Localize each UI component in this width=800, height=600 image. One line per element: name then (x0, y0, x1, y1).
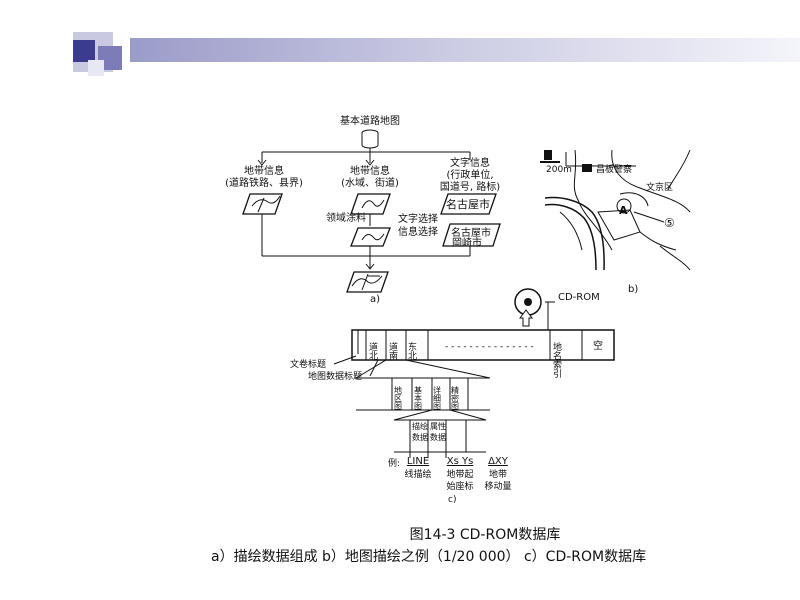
select-label-1: 文字选择 (398, 212, 438, 225)
diagram-c: CD-ROM 道北 道南 东北 - - - - - - - - - - - - … (290, 288, 615, 505)
example-label: 例: (388, 457, 400, 469)
sub-cell-basic: 基本图 (414, 385, 423, 411)
cell-empty: 空 (593, 339, 603, 352)
figure-caption-sub: a）描绘数据组成 b）地图描绘之例（1/20 000） c）CD-ROM数据库 (211, 549, 647, 565)
place-label-1: 昌板警察 (596, 163, 632, 175)
svg-text:名古屋市: 名古屋市 (451, 226, 491, 239)
ex3-desc1: 地带 (489, 468, 507, 480)
svg-text:岡崎市: 岡崎市 (452, 236, 482, 249)
map-tile-roads (242, 193, 283, 215)
map-tile-water (350, 193, 391, 215)
ex3-code: ΔXY (488, 456, 509, 467)
record-bar (351, 329, 615, 361)
map-tile-combined (346, 271, 389, 293)
cell-place-index: 地名索引 (551, 341, 562, 379)
branch2-sub: (水域、街道) (341, 176, 399, 189)
branch2-title: 地带信息 (350, 164, 390, 177)
root-label: 基本道路地图 (340, 114, 400, 127)
branch3-sub2: 国道号, 路标) (440, 180, 500, 193)
marker-number: ⑤ (664, 216, 675, 230)
diagram-b-label: b) (628, 284, 638, 295)
ex2-desc2: 始座标 (446, 480, 473, 492)
ex1-code: LINE (407, 456, 429, 467)
figure-caption-title: 图14-3 CD-ROM数据库 (409, 527, 561, 543)
ex3-desc2: 移动量 (484, 480, 511, 492)
diagram-a-label: a) (370, 294, 380, 305)
cell-dongbei: 东北 (406, 341, 417, 361)
ex2-code: Xs Ys (447, 456, 474, 467)
fill-label: 领域涂料 (326, 211, 366, 224)
sub-cell-detailed: 详细图 (433, 385, 442, 411)
place-label-2: 文京区 (646, 181, 673, 193)
diagram-a: 基本道路地图 地带信息 (道路铁路、县界) 地带信息 (水域、街道) 文字信息 … (225, 114, 501, 305)
data-cell-draw-1: 描绘 (412, 421, 428, 431)
map-title-label: 地图数据标题 (308, 370, 362, 382)
scale-label: 200m (546, 165, 572, 175)
ex1-desc: 线描绘 (404, 468, 431, 480)
select-label-2: 信息选择 (398, 225, 438, 238)
branch1-sub: (道路铁路、县界) (225, 176, 303, 189)
cdrom-label: CD-ROM (558, 292, 600, 303)
file-title-label: 文卷标题 (290, 358, 326, 370)
diagram-c-label: c) (448, 495, 456, 505)
map-tile-filled (350, 227, 391, 247)
sub-cell-precise: 精密图 (451, 385, 460, 411)
branch3-sub1: (行政单位, (446, 168, 493, 181)
decor-square-white (88, 60, 104, 76)
title-gradient-bar (130, 38, 800, 62)
marker-a: A (619, 204, 628, 217)
name-tile-2: 名古屋市 岡崎市 (442, 223, 501, 249)
name-tile-1: 名古屋市 (440, 193, 497, 215)
diagram-b-map: 200m 昌板警察 文京区 A ⑤ b) (540, 149, 691, 295)
data-cell-attr-1: 属性 (430, 421, 446, 431)
building-icon (582, 164, 592, 172)
svg-text:名古屋市: 名古屋市 (446, 197, 490, 211)
branch3-title: 文字信息 (450, 156, 490, 169)
data-cell-attr-2: 数据 (430, 432, 446, 442)
scale-block (544, 150, 552, 160)
database-icon (361, 129, 379, 149)
cell-ellipsis: - - - - - - - - - - - - - - - (445, 342, 534, 352)
decor-square-dark (73, 40, 95, 62)
sub-cell-region: 地区图 (394, 385, 403, 411)
data-cell-draw-2: 数据 (412, 432, 428, 442)
branch1-title: 地带信息 (244, 164, 284, 177)
cell-daobei-1: 道北 (367, 341, 378, 361)
cell-daonan: 道南 (387, 341, 398, 360)
ex2-desc1: 地带起 (446, 468, 473, 480)
cd-rom-icon (514, 288, 542, 327)
